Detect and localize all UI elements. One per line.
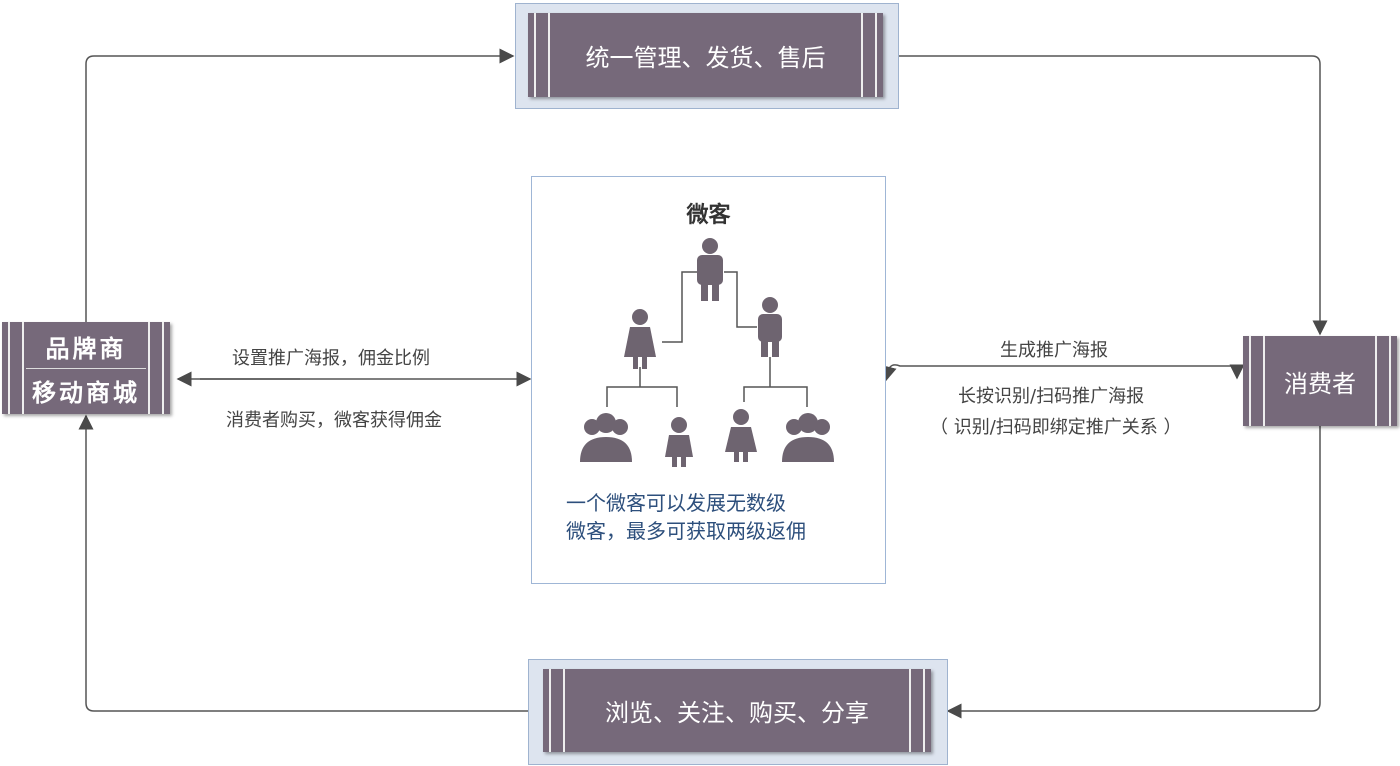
- group-icon: [782, 413, 834, 462]
- person-icon: [665, 417, 693, 467]
- person-icon: [624, 309, 656, 369]
- edge-label-bind: （ 识别/扫码即绑定推广关系 ）: [930, 417, 1182, 438]
- top-node[interactable]: 统一管理、发货、售后: [528, 13, 883, 97]
- edge-consumer-to-bottom: [946, 426, 1321, 719]
- edge-top-to-consumer: [897, 55, 1328, 336]
- panel-title: 微客: [686, 203, 731, 228]
- person-icon: [758, 297, 782, 357]
- consumer-node[interactable]: 消费者: [1243, 336, 1397, 426]
- brand-label: 品牌商: [26, 329, 146, 369]
- edge-label-set-poster: 设置推广海报，佣金比例: [232, 348, 430, 369]
- person-icon: [725, 409, 757, 462]
- people-tree-icon: [580, 238, 834, 467]
- edge-brand-to-top: [85, 48, 515, 322]
- caption-line-2: 微客，最多可获取两级返佣: [566, 519, 806, 543]
- edge-label-commission: 消费者购买，微客获得佣金: [226, 410, 442, 431]
- person-icon: [697, 238, 723, 301]
- mall-label: 移动商城: [32, 378, 140, 407]
- top-node-label: 统一管理、发货、售后: [585, 43, 826, 72]
- bottom-node-label: 浏览、关注、购买、分享: [605, 699, 869, 727]
- weike-panel: 微客 一个微客可以发展无数级 微客，最多可获取两级返佣: [531, 176, 886, 584]
- edge-label-scan: 长按识别/扫码推广海报: [958, 386, 1145, 407]
- panel-caption: 一个微客可以发展无数级 微客，最多可获取两级返佣: [566, 489, 806, 545]
- caption-line-1: 一个微客可以发展无数级: [566, 491, 786, 515]
- edge-label-generate-poster: 生成推广海报: [1000, 340, 1108, 361]
- consumer-label: 消费者: [1284, 369, 1356, 398]
- bottom-node[interactable]: 浏览、关注、购买、分享: [543, 669, 931, 752]
- edge-consumer-panel: [881, 364, 1243, 382]
- brand-node[interactable]: 品牌商 移动商城: [2, 322, 170, 414]
- edge-bottom-to-brand: [78, 414, 528, 712]
- group-icon: [580, 413, 632, 462]
